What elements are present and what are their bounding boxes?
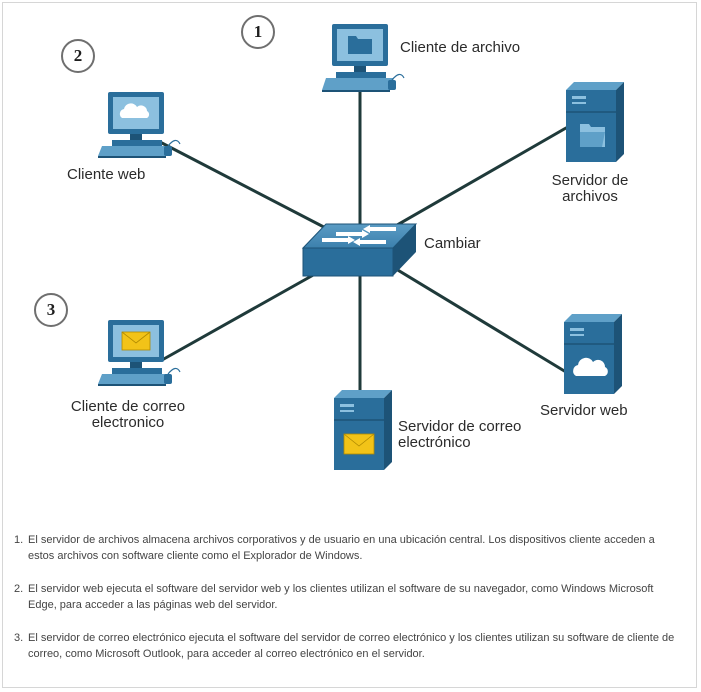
computer-envelope-icon[interactable] bbox=[98, 320, 181, 386]
label-web-client: Cliente web bbox=[67, 166, 146, 183]
note-number: 3. bbox=[14, 632, 24, 644]
label-mail-server-line2: electrónico bbox=[398, 434, 471, 451]
note-item: 2. El servidor web ejecuta el software d… bbox=[14, 581, 682, 613]
step-badge-3: 3 bbox=[34, 293, 68, 327]
label-mail-client-line2: electronico bbox=[91, 414, 165, 431]
note-item: 1. El servidor de archivos almacena arch… bbox=[14, 532, 682, 564]
note-text: El servidor de archivos almacena archivo… bbox=[28, 534, 655, 562]
link-mail-client bbox=[160, 258, 342, 362]
link-web-client bbox=[158, 140, 347, 240]
server-cloud-icon[interactable] bbox=[564, 314, 622, 394]
label-file-server: Servidor de archivos bbox=[540, 173, 640, 205]
label-web-server: Servidor web bbox=[540, 402, 628, 419]
link-file-server bbox=[376, 126, 568, 238]
label-file-server-line2: archivos bbox=[562, 188, 618, 205]
note-text: El servidor web ejecuta el software del … bbox=[28, 583, 654, 611]
label-switch: Cambiar bbox=[424, 235, 481, 252]
computer-cloud-icon[interactable] bbox=[98, 92, 181, 158]
step-badge-2: 2 bbox=[61, 39, 95, 73]
link-web-server bbox=[376, 256, 568, 374]
note-text: El servidor de correo electrónico ejecut… bbox=[28, 632, 675, 660]
label-file-server-line1: Servidor de bbox=[551, 172, 629, 189]
server-folder-icon[interactable] bbox=[566, 82, 624, 162]
label-mail-server: Servidor de correo electrónico bbox=[398, 419, 521, 451]
note-number: 1. bbox=[14, 534, 24, 546]
computer-folder-icon[interactable] bbox=[322, 24, 405, 92]
notes-list: 1. El servidor de archivos almacena arch… bbox=[14, 532, 682, 679]
label-mail-client-line1: Cliente de correo bbox=[70, 398, 186, 415]
label-mail-server-line1: Servidor de correo bbox=[398, 418, 522, 435]
network-links bbox=[158, 90, 568, 392]
switch-icon[interactable] bbox=[301, 223, 418, 277]
server-envelope-icon[interactable] bbox=[334, 390, 392, 470]
label-file-client: Cliente de archivo bbox=[400, 39, 521, 56]
note-number: 2. bbox=[14, 583, 24, 595]
step-badge-1: 1 bbox=[241, 15, 275, 49]
label-mail-client: Cliente de correo electronico bbox=[54, 399, 202, 431]
note-item: 3. El servidor de correo electrónico eje… bbox=[14, 630, 682, 662]
